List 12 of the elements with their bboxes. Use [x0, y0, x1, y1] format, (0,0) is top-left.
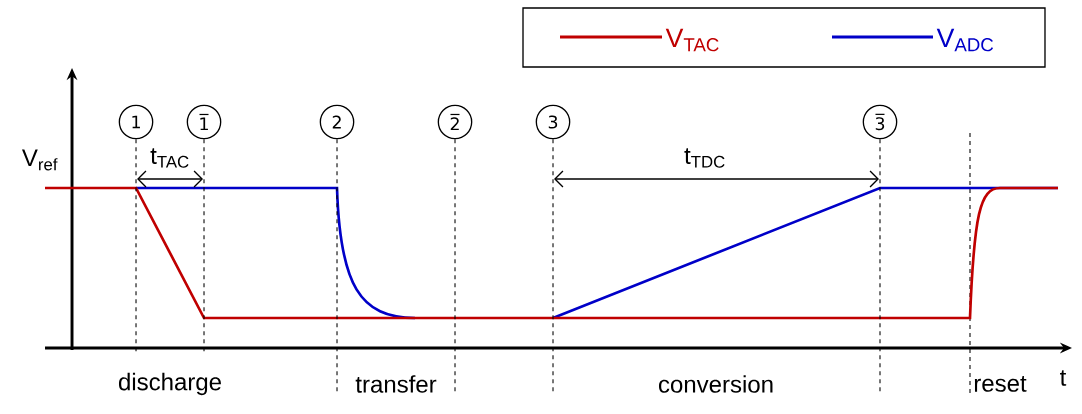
phase-label: transfer	[355, 375, 437, 393]
axis-label: t	[1060, 370, 1067, 386]
dimension-label: t$_{TAC}$	[150, 148, 189, 168]
axis-label: V$_{ref}$	[22, 149, 58, 171]
legend-label: V$_{TAC}$	[665, 28, 719, 52]
legend-label: V$_{ADC}$	[936, 28, 994, 52]
phase-label: discharge	[119, 372, 221, 396]
phase-label: reset	[974, 376, 1027, 392]
dimension-label: t$_{TDC}$	[684, 148, 725, 168]
phase-label: conversion	[659, 375, 773, 393]
dashed-marker-line	[135, 138, 137, 355]
dashed-marker-line	[203, 138, 205, 355]
